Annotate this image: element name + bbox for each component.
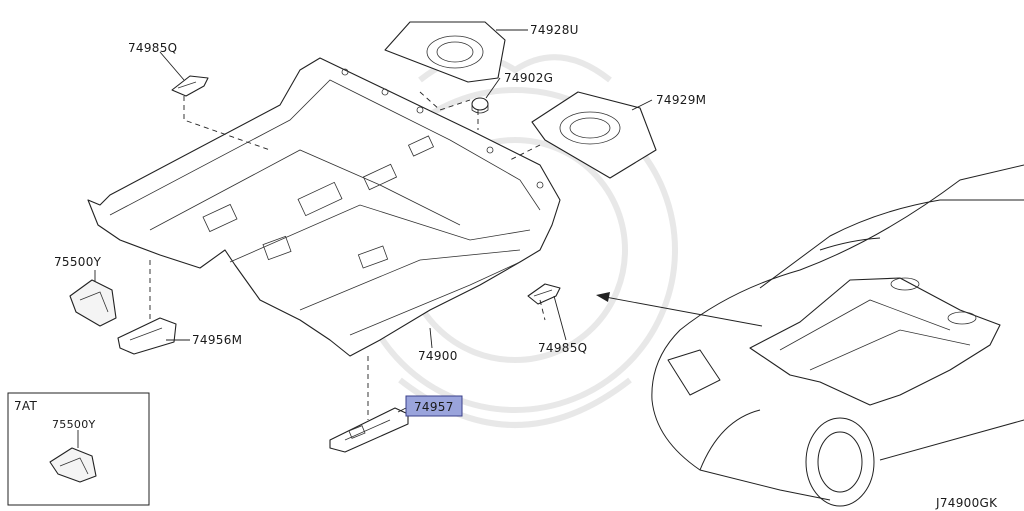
mat-left-part[interactable] — [117, 317, 177, 355]
main-carpet-part[interactable] — [87, 57, 561, 357]
label-inset-bracket[interactable]: 75500Y — [52, 418, 96, 431]
location-arrow — [596, 292, 763, 327]
label-rear-panel-left[interactable]: 74929M — [656, 93, 706, 107]
label-clip-top-left[interactable]: 74985Q — [128, 41, 177, 55]
label-plug[interactable]: 74902G — [504, 71, 553, 85]
label-clip-right[interactable]: 74985Q — [538, 341, 587, 355]
leader-lines — [94, 29, 653, 413]
highlight-74957 — [405, 395, 463, 417]
reference-code: J74900GK — [935, 496, 998, 510]
label-highlighted-mat[interactable]: 74957 — [414, 400, 454, 414]
inset-7at-box — [7, 392, 150, 506]
car-illustration — [651, 164, 1024, 507]
mat-74957-part[interactable] — [329, 407, 409, 453]
plug-74902g-part[interactable] — [471, 97, 489, 114]
label-rear-panel-right[interactable]: 74928U — [530, 23, 579, 37]
label-inset-variant: 7AT — [14, 399, 38, 413]
rear-panel-74928u-part[interactable] — [384, 21, 506, 83]
label-bracket-left[interactable]: 75500Y — [54, 255, 102, 269]
rear-panel-74929m-part[interactable] — [531, 91, 657, 179]
watermark — [352, 54, 678, 428]
label-mat-left[interactable]: 74956M — [192, 333, 242, 347]
label-main-carpet[interactable]: 74900 — [418, 349, 458, 363]
clip-right-part[interactable] — [527, 283, 561, 305]
bracket-left-part[interactable] — [69, 279, 117, 327]
assembly-lines — [149, 91, 546, 420]
part-labels: 74985Q 74928U 74902G 74929M 75500Y 74956… — [14, 23, 998, 510]
clip-top-left-part[interactable] — [171, 75, 209, 97]
